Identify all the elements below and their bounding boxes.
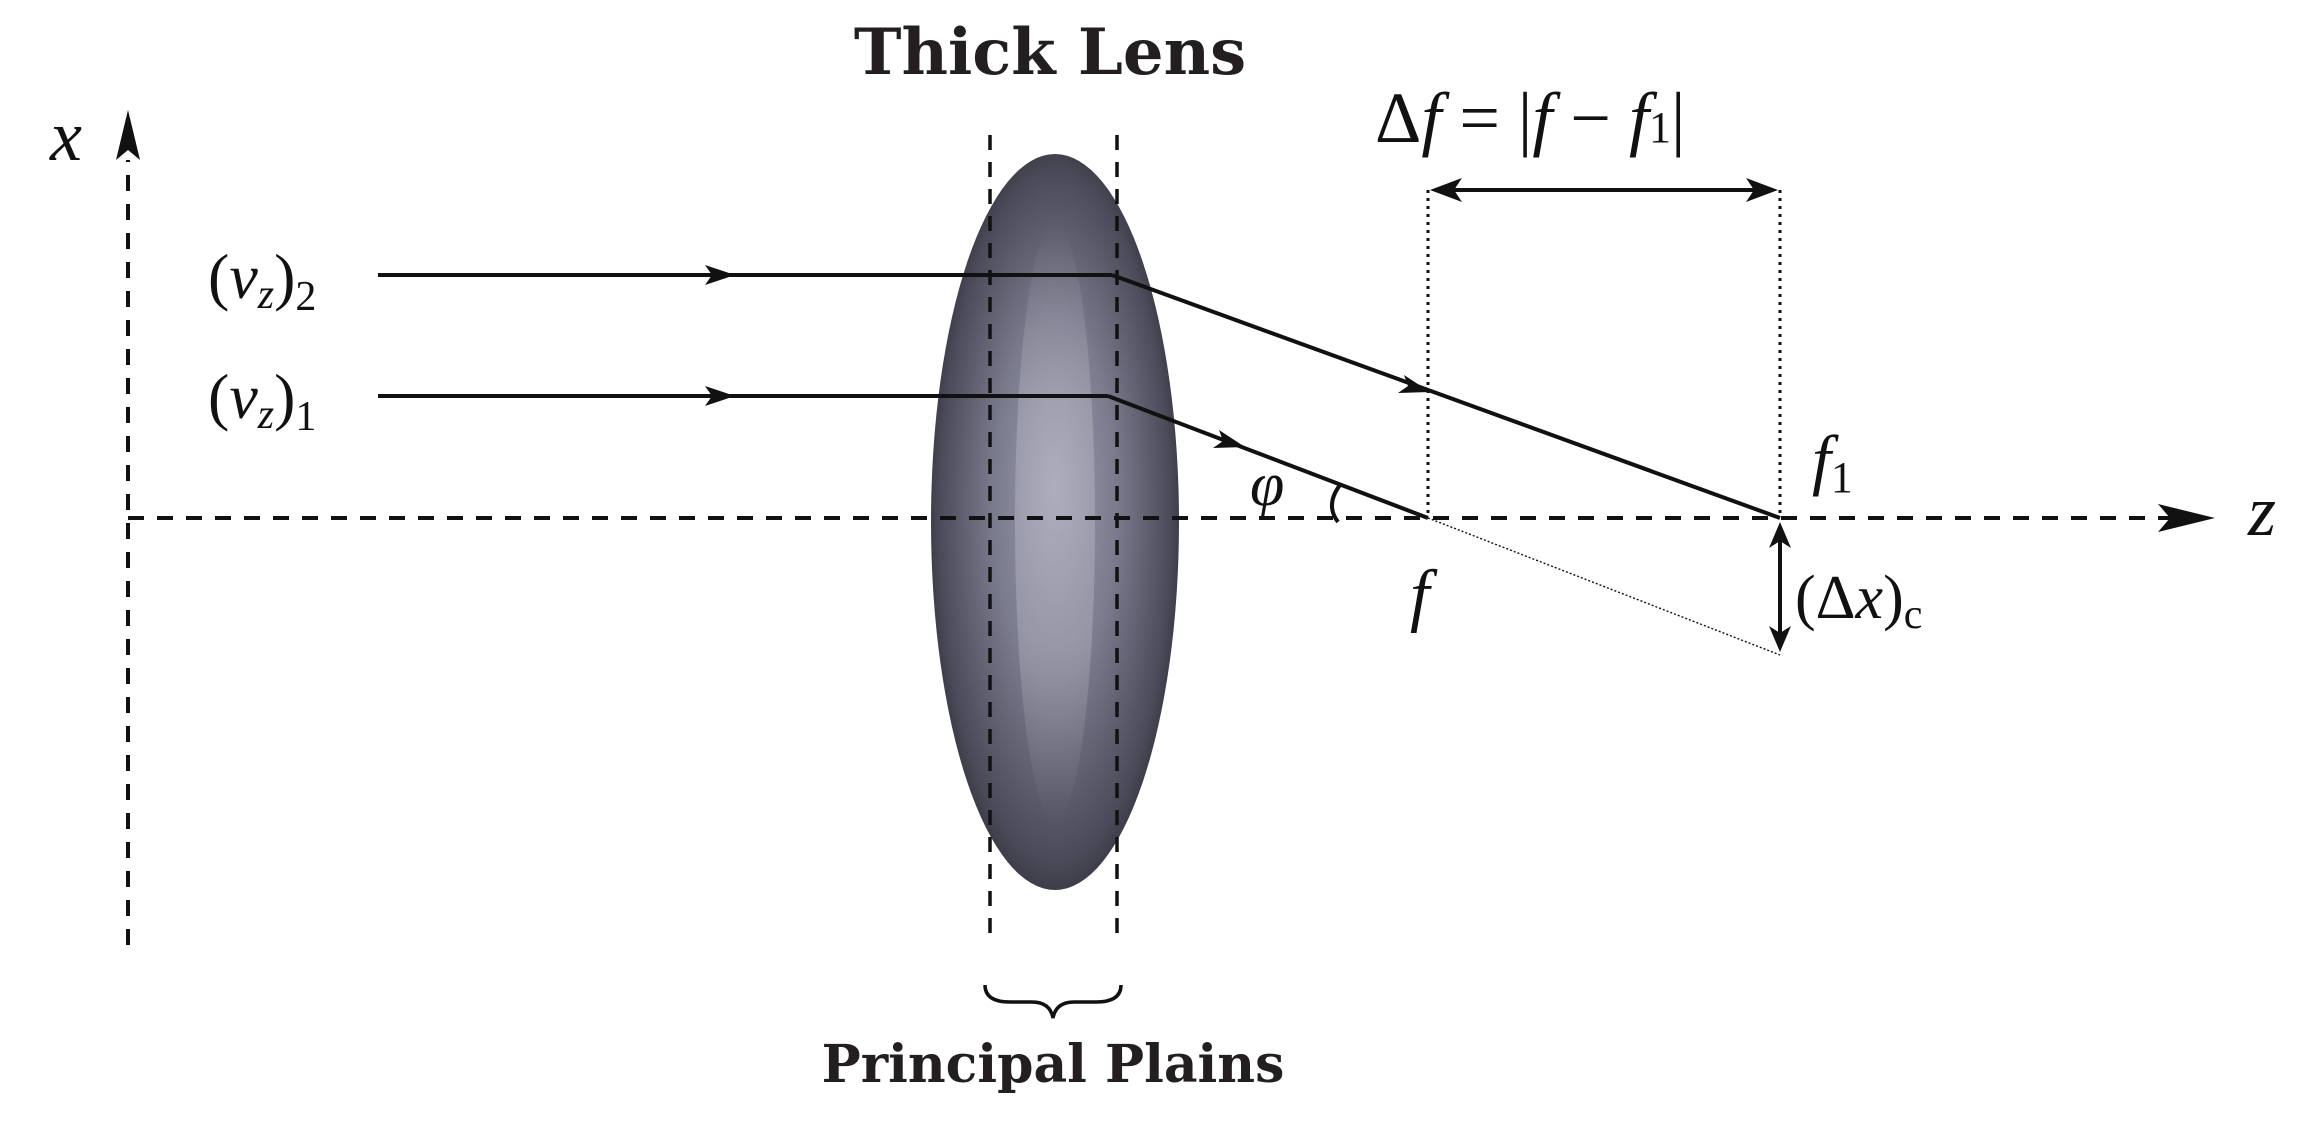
diagram-title: Thick Lens	[854, 15, 1246, 90]
ray-2	[378, 265, 1781, 520]
ray-1-extension	[1427, 517, 1781, 656]
formula-eq: = |	[1441, 78, 1532, 158]
focus-f1-label: f1	[1812, 421, 1853, 502]
delta-x-dimension	[1769, 522, 1791, 652]
principal-planes-brace	[983, 984, 1123, 1019]
x-axis-arrow	[116, 110, 140, 160]
delta-symbol: Δ	[1375, 78, 1421, 158]
formula-sub-1: 1	[1649, 103, 1671, 152]
angle-arc	[1330, 483, 1342, 524]
ray-1-label: (vz)1	[208, 361, 316, 440]
delta-f-dimension	[1430, 178, 1778, 202]
angle-phi-label: φ	[1250, 451, 1284, 519]
principal-planes-label: Principal Plains	[822, 1034, 1285, 1095]
x-axis-label: x	[49, 96, 82, 176]
focus-f-label: f	[1410, 557, 1438, 634]
ray-1	[378, 386, 1429, 520]
z-axis-label: z	[2247, 471, 2276, 551]
formula-close: |	[1671, 78, 1685, 158]
delta-x-label: (Δx)c	[1795, 564, 1922, 638]
formula-minus: −	[1552, 78, 1629, 158]
z-axis-arrow	[2158, 504, 2215, 532]
ray-2-label: (vz)2	[208, 241, 316, 320]
delta-f-formula: Δf = |f − f1|	[1375, 78, 1685, 158]
lens	[931, 154, 1179, 890]
